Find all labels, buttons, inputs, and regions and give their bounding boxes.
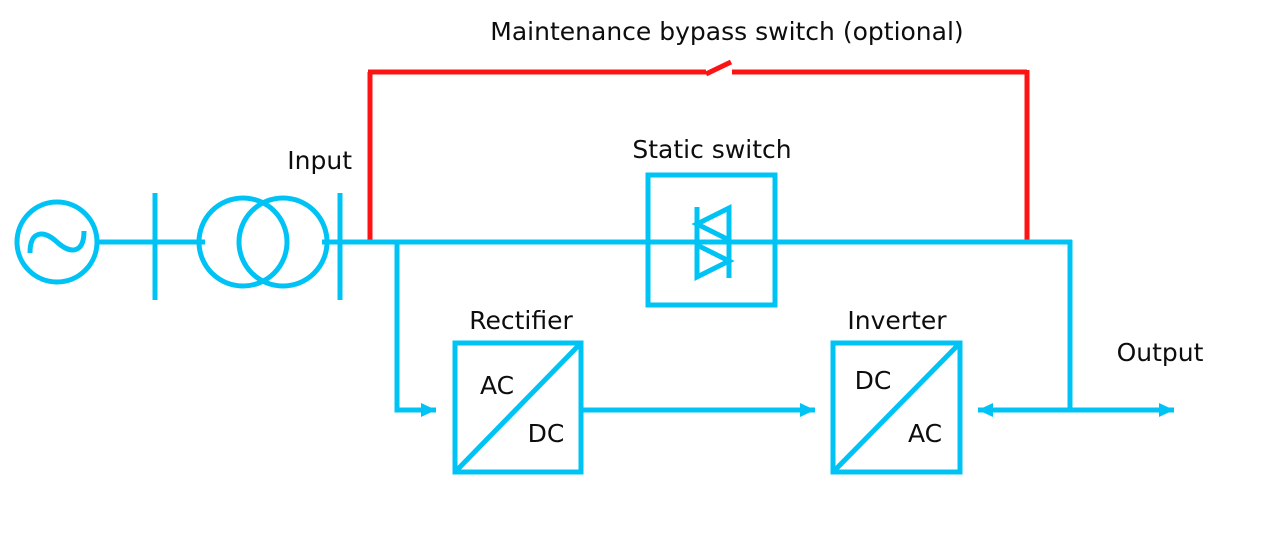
output-label: Output (1117, 338, 1204, 367)
thyristor-up-triangle-icon (691, 203, 732, 245)
transformer-primary-coil (196, 195, 290, 289)
rectifier-output-type-label: DC (528, 419, 565, 448)
inverter-input-type-label: DC (855, 366, 892, 395)
ac-source (14, 199, 100, 285)
bypass-switch-blade[interactable] (704, 59, 733, 77)
thyristor-down-triangle-icon (694, 240, 735, 282)
inverter-diagonal-divider (833, 343, 960, 472)
maintenance-bypass-label: Maintenance bypass switch (optional) (490, 17, 963, 46)
input-to-rectifier-wire (394, 240, 436, 417)
inverter-box (830, 340, 963, 475)
rectifier[interactable]: Rectifier AC DC (452, 306, 584, 475)
static-switch-box (645, 172, 778, 308)
rectifier-label: Rectifier (469, 306, 573, 335)
maintenance-bypass-branch: Maintenance bypass switch (optional) (367, 17, 1030, 242)
inverter-output-type-label: AC (908, 419, 942, 448)
transformer-secondary-coil (236, 195, 330, 289)
static-switch-label: Static switch (632, 135, 791, 164)
output-branch: Output (978, 240, 1204, 417)
static-switch[interactable]: Static switch (632, 135, 792, 308)
input-label: Input (287, 146, 352, 175)
sine-wave-icon (27, 230, 87, 254)
rectifier-diagonal-divider (455, 343, 581, 472)
inverter[interactable]: Inverter DC AC (830, 306, 963, 475)
rectifier-input-type-label: AC (480, 371, 514, 400)
transformer-symbol (196, 195, 330, 289)
rectifier-branch (394, 240, 436, 417)
inverter-label: Inverter (847, 306, 947, 335)
